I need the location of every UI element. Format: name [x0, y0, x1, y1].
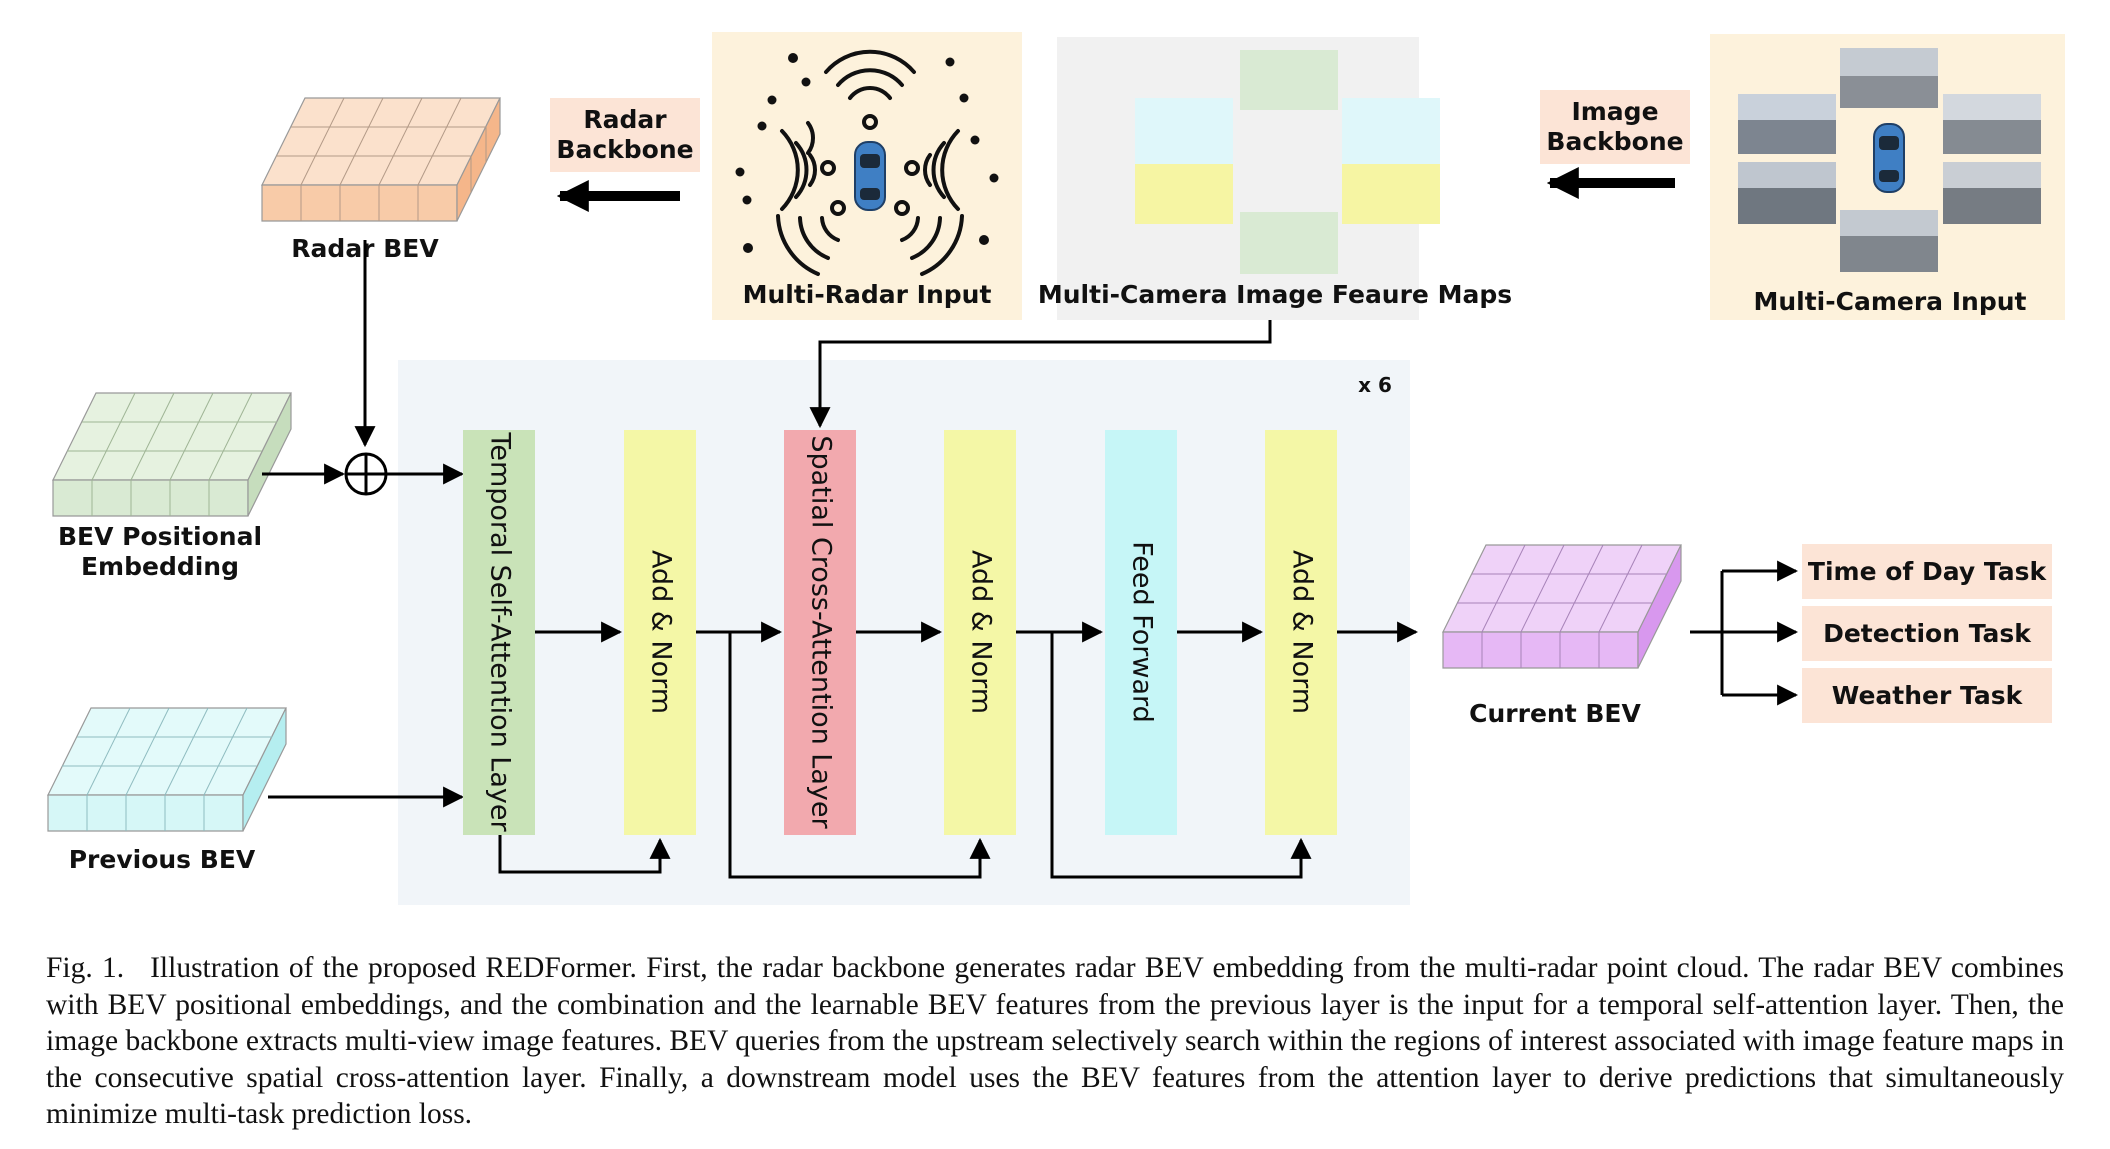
figure-caption: Fig. 1.Illustration of the proposed REDF… — [46, 950, 2064, 1133]
radar-backbone-label-line2: Backbone — [556, 135, 693, 164]
radar-backbone-label-line1: Radar — [583, 105, 667, 134]
bev-positional-embedding-cube — [52, 392, 292, 517]
task-branch-arrows — [1690, 560, 1799, 706]
weather-task-box — [1802, 668, 2052, 723]
sum-node — [344, 452, 388, 496]
camera-car-icon — [1873, 123, 1905, 193]
feed-forward-label: Feed Forward — [1127, 541, 1158, 723]
spatial-cross-attention-label: Spatial Cross-Attention Layer — [806, 435, 837, 829]
previous-bev-label: Previous BEV — [69, 845, 256, 874]
radar-dots — [735, 53, 999, 253]
add-norm-1-label: Add & Norm — [646, 550, 677, 714]
image-backbone-label-line2: Backbone — [1546, 127, 1683, 156]
redformer-diagram: x 6 Radar BEV Radar Backbone — [47, 32, 2065, 905]
radar-sensor-illustration — [776, 49, 964, 276]
temporal-self-attention-label: Temporal Self-Attention Layer — [485, 431, 516, 832]
add-norm-2-label: Add & Norm — [966, 550, 997, 714]
feature-map-tiles — [1135, 50, 1440, 274]
time-of-day-task-label: Time of Day Task — [1808, 557, 2048, 586]
image-backbone-box — [1540, 90, 1690, 164]
residual-connections — [498, 632, 1312, 879]
figure-caption-text: Illustration of the proposed REDFormer. … — [46, 952, 2064, 1130]
spatial-cross-attention-layer — [784, 430, 856, 835]
bev-positional-embedding-label-line1: BEV Positional — [58, 522, 262, 551]
repeat-label: x 6 — [1358, 373, 1392, 397]
camera-images — [1738, 48, 2041, 272]
detection-task-label: Detection Task — [1823, 619, 2032, 648]
radar-backbone-box — [550, 98, 700, 172]
temporal-self-attention-layer — [463, 430, 535, 835]
radar-car-icon — [854, 141, 886, 211]
add-norm-2 — [944, 430, 1016, 835]
bev-positional-embedding-label-line2: Embedding — [81, 552, 239, 581]
feature-maps-to-spatial-arrow — [809, 320, 1272, 429]
add-norm-1 — [624, 430, 696, 835]
previous-bev-cube — [47, 707, 287, 832]
current-bev-cube — [1442, 544, 1682, 669]
image-backbone-label-line1: Image — [1571, 97, 1658, 126]
feature-maps-label: Multi-Camera Image Feaure Maps — [1038, 280, 1512, 309]
weather-task-label: Weather Task — [1832, 681, 2024, 710]
time-of-day-task-box — [1802, 544, 2052, 599]
feed-forward-layer — [1105, 430, 1177, 835]
radar-bev-cube — [261, 97, 501, 222]
multi-camera-input-label: Multi-Camera Input — [1753, 287, 2026, 316]
detection-task-box — [1802, 606, 2052, 661]
add-norm-3 — [1265, 430, 1337, 835]
add-norm-3-label: Add & Norm — [1287, 550, 1318, 714]
figure-number: Fig. 1. — [46, 952, 125, 984]
multi-radar-input-label: Multi-Radar Input — [743, 280, 992, 309]
current-bev-label: Current BEV — [1469, 699, 1641, 728]
